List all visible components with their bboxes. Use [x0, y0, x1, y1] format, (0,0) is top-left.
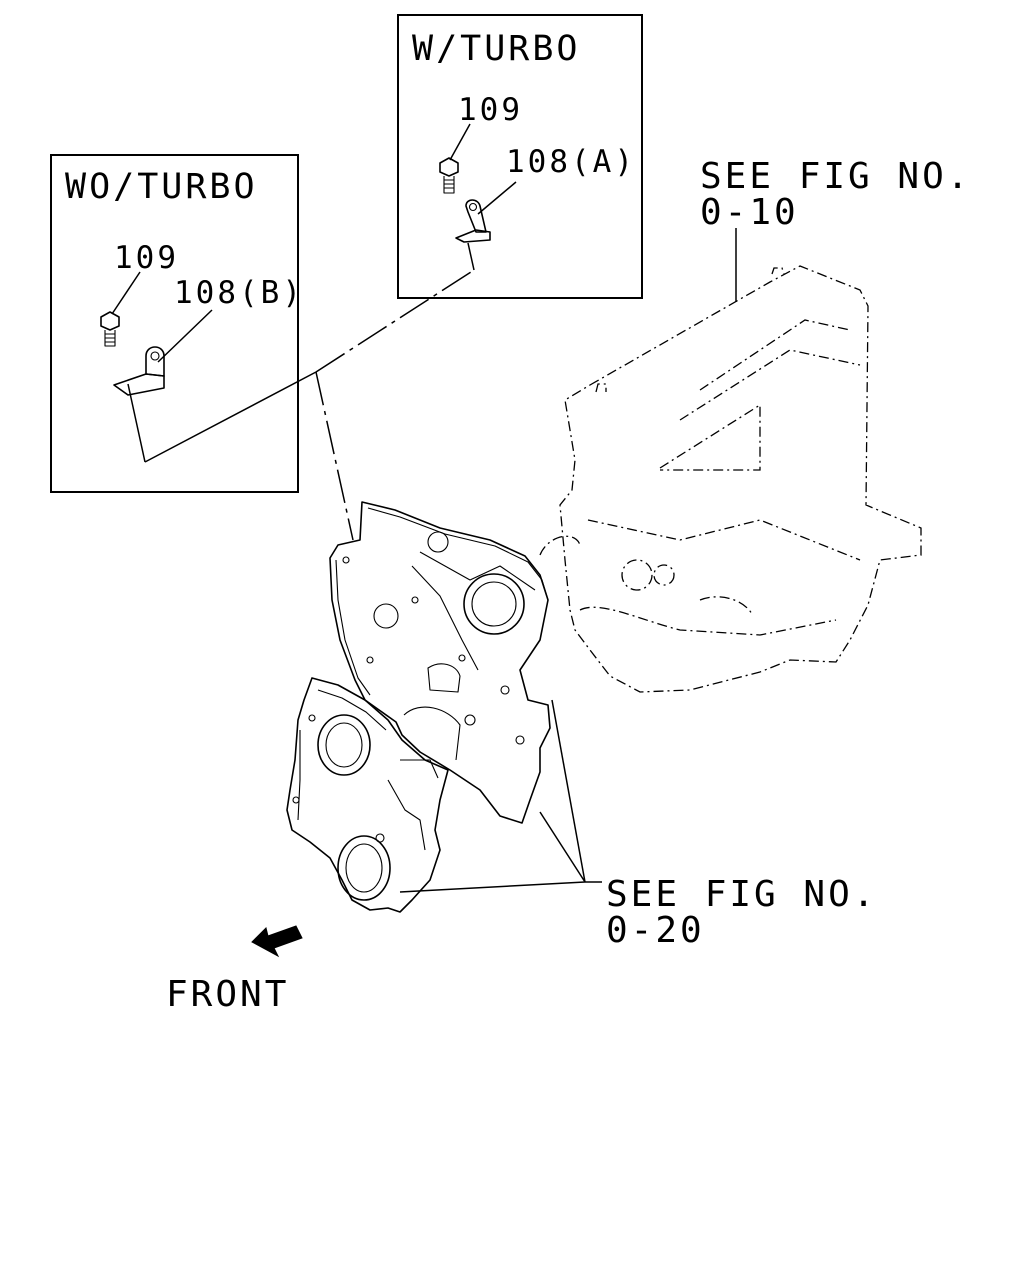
- engine-block: [539, 265, 922, 693]
- leader-108a: [477, 181, 517, 215]
- leader-108b: [157, 309, 213, 363]
- front-indicator: FRONT: [166, 925, 303, 1015]
- ref-timing-cover-line2: 0-20: [606, 910, 705, 951]
- ref-020-leaders: [539, 699, 602, 883]
- ref-engine-line2: 0-10: [700, 192, 799, 233]
- timing-cover: [286, 677, 586, 913]
- inset-wo-turbo-bracket-ref: 108(B): [174, 275, 304, 311]
- bracket-108a-icon: [455, 199, 491, 243]
- ref-timing-cover-line1: SEE FIG NO.: [606, 874, 877, 915]
- front-arrow-icon: [251, 925, 303, 958]
- inset-w-turbo-bracket-ref: 108(A): [506, 144, 636, 180]
- bolt-109-icon: [439, 157, 459, 194]
- ref-engine: SEE FIG NO. 0-10: [700, 156, 971, 233]
- inset-w-turbo: W/TURBO 109 108(A): [397, 14, 643, 299]
- connection-lines: [127, 228, 737, 541]
- bracket-108b-icon: [113, 346, 165, 396]
- inset-wo-turbo-frame: [50, 154, 299, 493]
- timing-plate: [329, 501, 551, 824]
- leader-109-b: [111, 271, 141, 315]
- ref-timing-cover: SEE FIG NO. 0-20: [606, 874, 877, 951]
- leader-109-a: [449, 123, 471, 161]
- inset-w-turbo-frame: [397, 14, 643, 299]
- inset-wo-turbo-title: WO/TURBO: [65, 167, 258, 207]
- inset-wo-turbo: WO/TURBO 109 108(B): [50, 154, 304, 493]
- bolt-109-icon: [100, 311, 120, 347]
- inset-w-turbo-bolt-ref: 109: [458, 92, 523, 128]
- ref-engine-line1: SEE FIG NO.: [700, 156, 971, 197]
- front-label: FRONT: [166, 974, 289, 1015]
- inset-wo-turbo-bolt-ref: 109: [114, 240, 179, 276]
- inset-w-turbo-title: W/TURBO: [412, 29, 581, 69]
